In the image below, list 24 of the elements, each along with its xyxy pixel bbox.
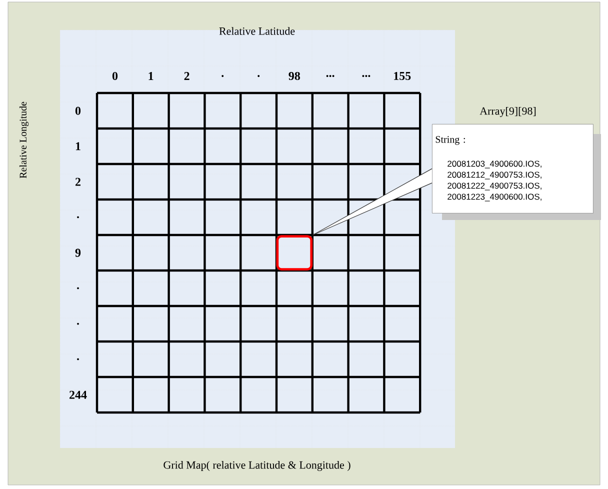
column-header: ... [326,75,334,77]
column-header: 0 [112,72,118,80]
row-header: 0 [75,106,81,115]
column-header: 2 [184,72,190,80]
column-header: 98 [288,72,300,80]
row-header: . [77,287,79,290]
row-header: . [77,216,79,218]
row-header: 9 [75,248,81,257]
axis-title: Relative Longitude [19,102,29,178]
array-label: Array[9][98] [480,107,536,117]
row-header: . [77,322,79,325]
column-header: 1 [148,72,154,80]
highlighted-cell [276,235,313,270]
callout-box: String : 20081203_4900600.IOS, 20081212_4900753.IOS, 20081222_4900753.IOS, 20081223_4900600.IOS, [432,124,594,214]
column-header: . [258,75,260,77]
axis-title: Relative Latitude [219,27,295,35]
caption: Grid Map( relative Latitude & Longitude ) [164,461,350,471]
column-header: . [222,75,224,77]
column-header: 155 [394,72,411,80]
column-header: ... [362,75,370,77]
row-header: 1 [76,142,80,150]
row-header: . [77,358,79,360]
row-header: 2 [76,178,80,186]
row-header: 244 [70,390,87,399]
